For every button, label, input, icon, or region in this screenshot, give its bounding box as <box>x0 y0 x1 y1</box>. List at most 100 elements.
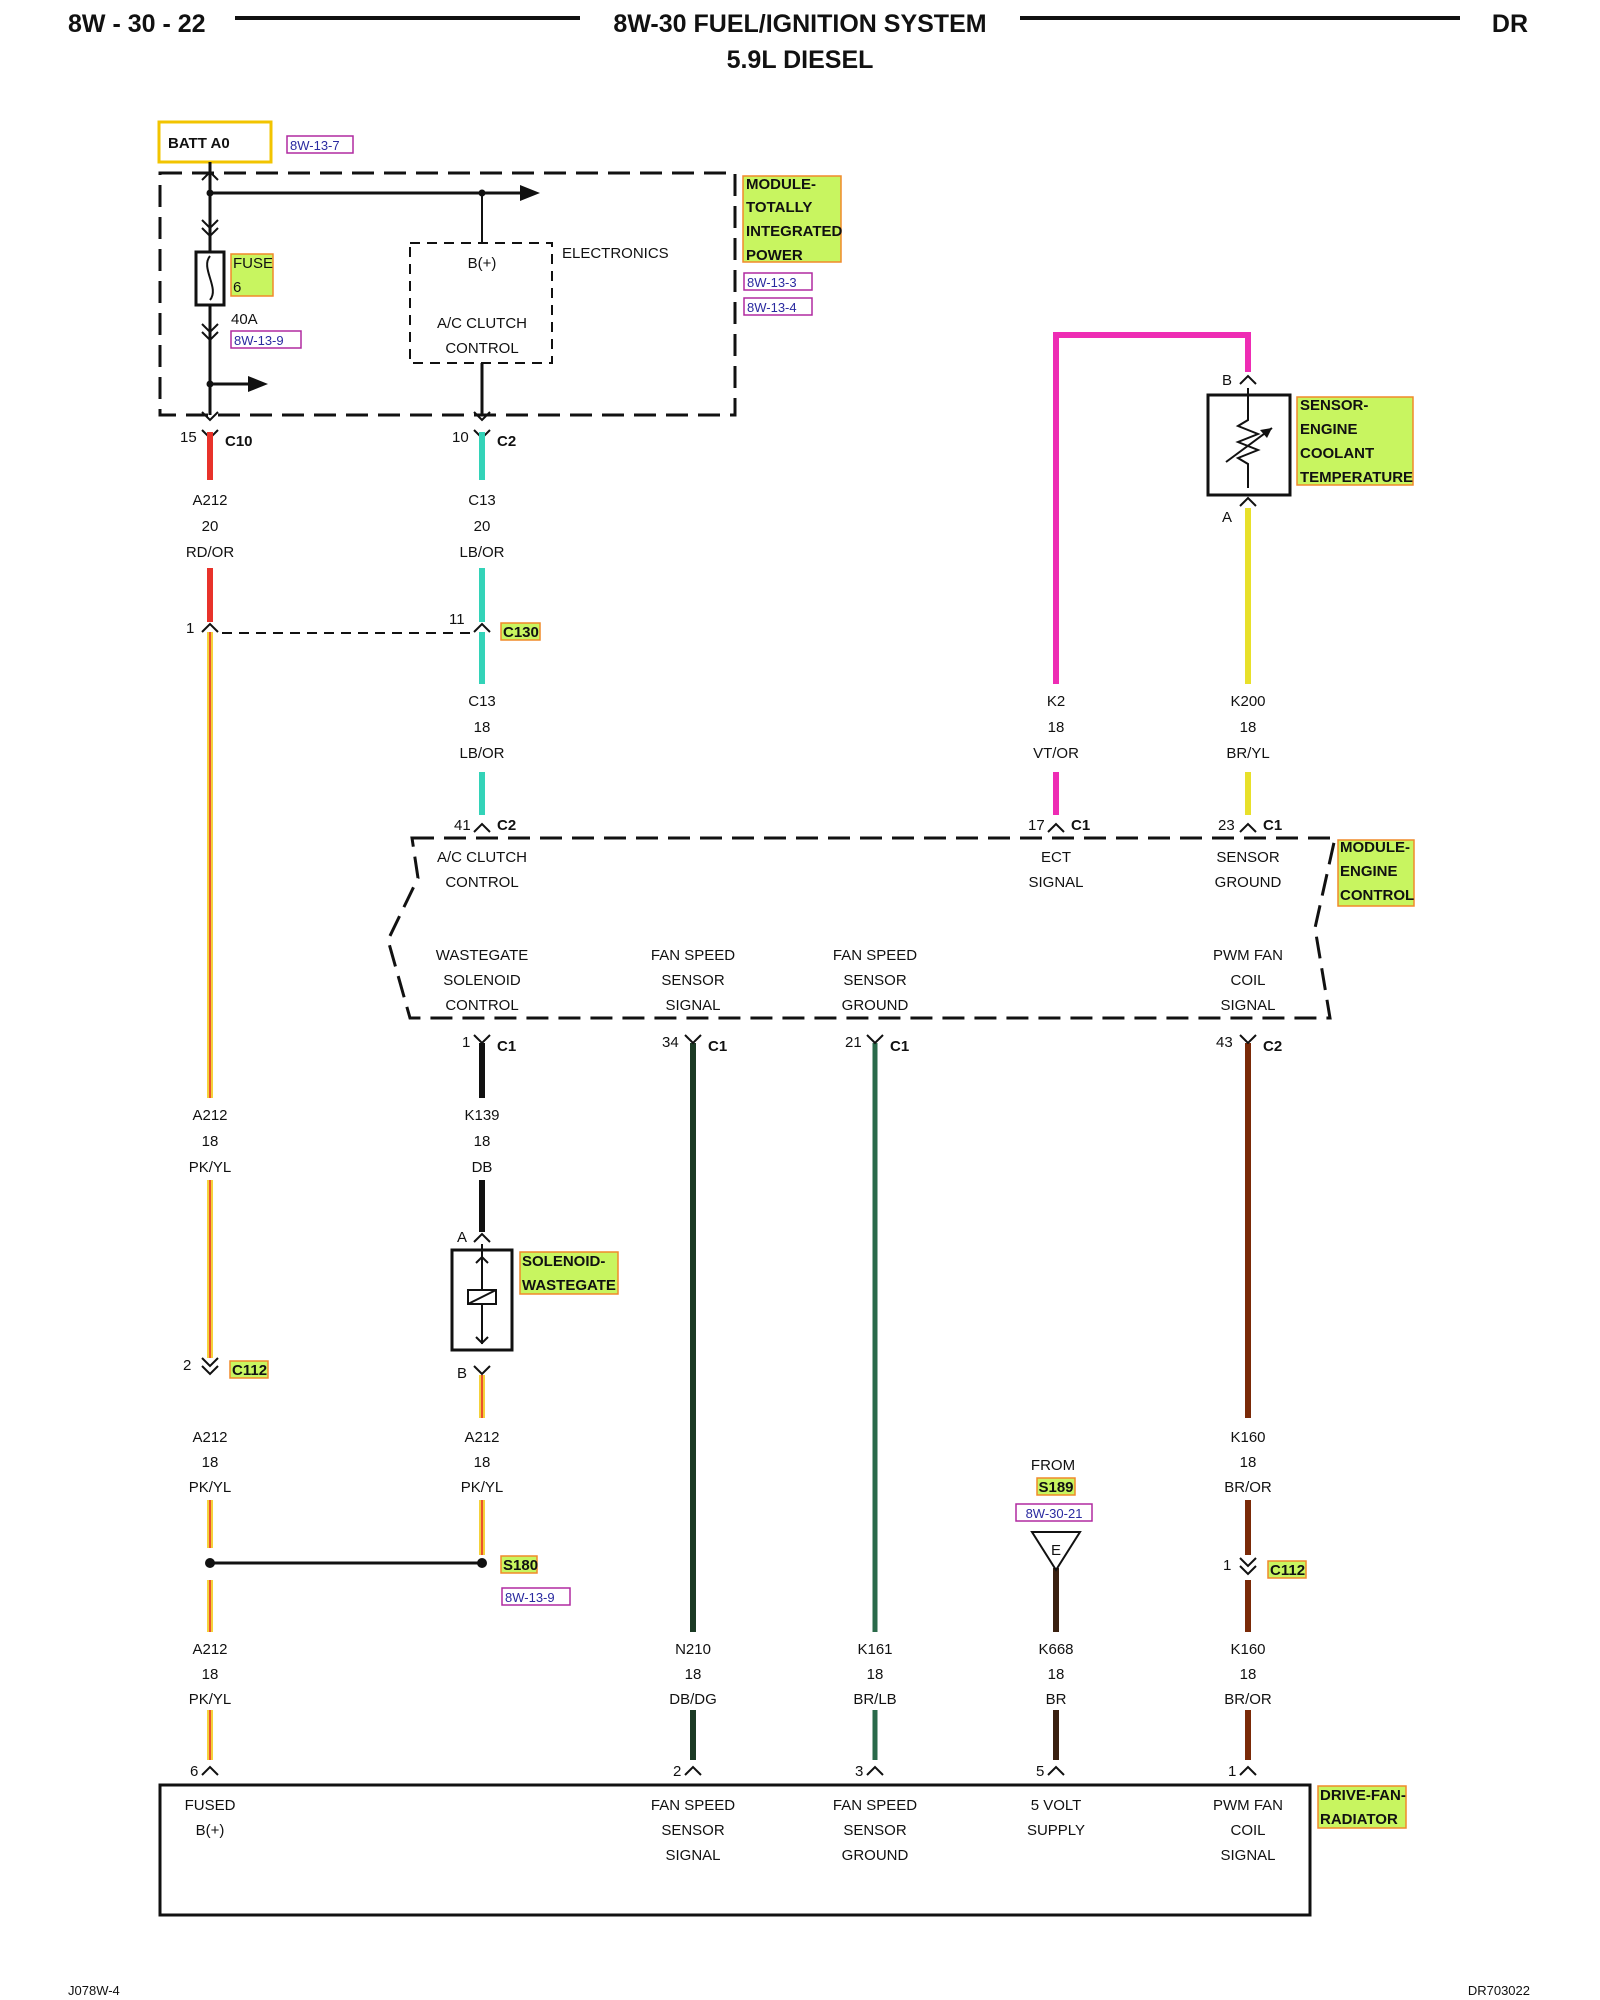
c112-left-chevron-2 <box>201 1365 219 1376</box>
fan-pin-5-chevron <box>1047 1765 1065 1776</box>
fuse-label-1: FUSE <box>233 255 273 272</box>
ecm-c1-34-name[interactable]: C1 <box>708 1038 727 1055</box>
solenoid-name-2: WASTEGATE <box>522 1277 616 1294</box>
s189-name[interactable]: S189 <box>1038 1479 1073 1496</box>
wire-k668-color: BR <box>1046 1691 1067 1708</box>
c2-tipm-name[interactable]: C2 <box>497 433 516 450</box>
fuse-chevron-top-2 <box>201 227 219 238</box>
tipm-name-2: TOTALLY <box>746 199 812 216</box>
fan-pwm-2: COIL <box>1230 1822 1265 1839</box>
solenoid-b-pin: B <box>457 1365 467 1382</box>
s180-ref[interactable]: 8W-13-9 <box>505 1590 555 1605</box>
solenoid-coil-slash <box>467 1289 497 1305</box>
tipm-name-3: INTEGRATED <box>746 223 843 240</box>
wire-k160a-gauge: 18 <box>1240 1454 1257 1471</box>
ecm-c1-1-name[interactable]: C1 <box>497 1038 516 1055</box>
s180-name-box <box>500 1555 538 1574</box>
fan-5v-2: SUPPLY <box>1027 1822 1085 1839</box>
fuse-label-box <box>230 253 274 297</box>
fuse-chevron-bottom-2 <box>201 331 219 342</box>
wire-a212-18a-circuit: A212 <box>192 1107 227 1124</box>
tipm-ref-2[interactable]: 8W-13-4 <box>747 300 797 315</box>
sensor-a-pin: A <box>1222 509 1232 526</box>
wire-k160b-gauge: 18 <box>1240 1666 1257 1683</box>
from-s189: FROM S189 8W-30-21 E <box>1015 1457 1093 1572</box>
battery-label: BATT A0 8W-13-7 <box>157 120 354 164</box>
ect-name-2: ENGINE <box>1300 421 1358 438</box>
wire-k2-gauge: 18 <box>1048 719 1065 736</box>
wire-a212-18c-gauge: 18 <box>474 1454 491 1471</box>
c10-name[interactable]: C10 <box>225 433 253 450</box>
solenoid-core-top <box>475 1255 489 1264</box>
wire-k160a-color: BR/OR <box>1224 1479 1272 1496</box>
tipm-ref-1[interactable]: 8W-13-3 <box>747 275 797 290</box>
ecm-c1-21-name[interactable]: C1 <box>890 1038 909 1055</box>
wire-c13-18-color: LB/OR <box>459 745 504 762</box>
fan-name-1: DRIVE-FAN- <box>1320 1787 1406 1804</box>
battery-ref[interactable]: 8W-13-7 <box>290 138 340 153</box>
fan-fused-2: B(+) <box>196 1822 225 1839</box>
s189-triangle-icon <box>1030 1531 1082 1572</box>
ecm-name-1: MODULE- <box>1340 839 1410 856</box>
ecm-wastegate-2: SOLENOID <box>443 972 521 989</box>
fan-pwm-3: SIGNAL <box>1220 1847 1275 1864</box>
fuse-ref-box <box>230 330 302 349</box>
c112-left-name[interactable]: C112 <box>232 1362 267 1379</box>
ecm-ect-1: ECT <box>1041 849 1071 866</box>
wire-k2-color: VT/OR <box>1033 745 1079 762</box>
ecm-ac-clutch-2: CONTROL <box>445 874 518 891</box>
ecm-pwm-3: SIGNAL <box>1220 997 1275 1014</box>
fan-pin-2-chevron <box>684 1765 702 1776</box>
battery-box <box>157 120 273 164</box>
c112-left-pin: 2 <box>183 1357 191 1374</box>
fan-fused-1: FUSED <box>185 1797 236 1814</box>
wire-a212-20-color: RD/OR <box>186 544 235 561</box>
ecm-name-box <box>1337 839 1415 907</box>
fuse-element <box>206 255 214 301</box>
fuse-chevron-bottom-1 <box>201 323 219 334</box>
page-number: 8W - 30 - 22 <box>68 10 206 38</box>
wire-a212-18a-color: PK/YL <box>189 1159 232 1176</box>
s180-name[interactable]: S180 <box>503 1557 538 1574</box>
ecm-c1-23-name[interactable]: C1 <box>1263 817 1282 834</box>
s189-ref[interactable]: 8W-30-21 <box>1026 1506 1083 1521</box>
wire-k2-loop <box>1053 332 1251 684</box>
fan-ground-1: FAN SPEED <box>833 1797 917 1814</box>
wire-c13-18-gauge: 18 <box>474 719 491 736</box>
ecm-c1-23-pin: 23 <box>1218 817 1235 834</box>
fan-ground-2: SENSOR <box>843 1822 907 1839</box>
ecm-c2-41-name[interactable]: C2 <box>497 817 516 834</box>
s189-name-box <box>1036 1477 1076 1496</box>
ecm-fan-signal-1: FAN SPEED <box>651 947 735 964</box>
fuse-label-2: 6 <box>233 279 241 296</box>
wire-c13-18-circuit: C13 <box>468 693 496 710</box>
fuse-ref[interactable]: 8W-13-9 <box>234 333 284 348</box>
fan-signal-1: FAN SPEED <box>651 1797 735 1814</box>
wire-a212-18d-circuit: A212 <box>192 1641 227 1658</box>
battery-ref-box <box>286 135 354 154</box>
radiator-fan-drive: 6 2 3 5 1 DRIVE-FAN- RADIATOR FUSED B(+)… <box>158 1763 1407 1917</box>
c112-right-chevron-2 <box>1239 1565 1257 1576</box>
c10-pin: 15 <box>180 429 197 446</box>
fan-signal-3: SIGNAL <box>665 1847 720 1864</box>
wire-k200-color: BR/YL <box>1226 745 1269 762</box>
ecm-c1-34-chevron <box>684 1034 702 1045</box>
wire-n210-circuit: N210 <box>675 1641 711 1658</box>
electronics-arrow <box>520 185 540 201</box>
fan-pin-6: 6 <box>190 1763 198 1780</box>
wire-a212-18d-gauge: 18 <box>202 1666 219 1683</box>
c112-right-name[interactable]: C112 <box>1270 1562 1305 1579</box>
splice-s180: S180 8W-13-9 <box>205 1555 571 1606</box>
tipm-ref-2-box <box>743 297 813 316</box>
wire-a212-18b-circuit: A212 <box>192 1429 227 1446</box>
wire-a212-18b-gauge: 18 <box>202 1454 219 1471</box>
ecm-c2-43-name[interactable]: C2 <box>1263 1038 1282 1055</box>
ect-name-3: COOLANT <box>1300 445 1374 462</box>
ecm-c1-17-name[interactable]: C1 <box>1071 817 1090 834</box>
ecm-c1-17-chevron <box>1047 822 1065 833</box>
ecm-c2-41-pin: 41 <box>454 817 471 834</box>
s180-ref-box <box>501 1587 571 1606</box>
ac-clutch-label-2: CONTROL <box>445 340 518 357</box>
c130-name[interactable]: C130 <box>503 624 539 641</box>
electronics-label: ELECTRONICS <box>562 245 669 262</box>
